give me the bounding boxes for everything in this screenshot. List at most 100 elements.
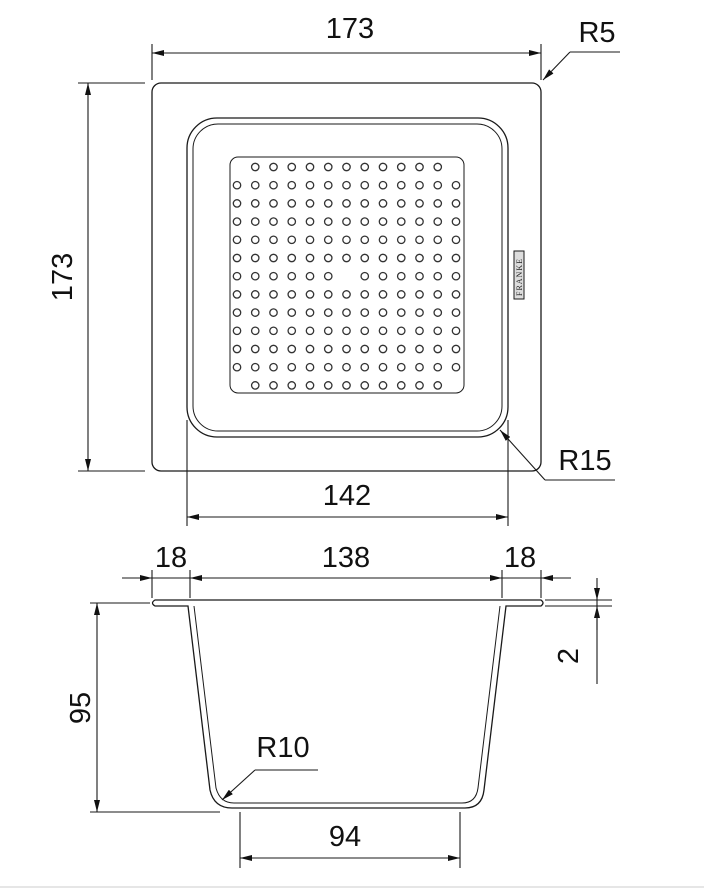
perforation-hole xyxy=(396,308,406,317)
perforation-hole xyxy=(360,253,370,263)
perforation-hole xyxy=(378,180,388,190)
perforation-hole xyxy=(250,308,260,317)
perforation-hole xyxy=(415,326,424,336)
perforation-hole xyxy=(415,253,424,263)
perforation-hole xyxy=(433,344,443,354)
perforation-hole xyxy=(323,308,333,317)
perforation-hole xyxy=(396,235,406,245)
perforation-hole xyxy=(433,271,443,281)
outer-frame xyxy=(151,82,542,472)
perforation-hole xyxy=(360,162,370,172)
perforation-hole xyxy=(433,180,443,190)
perforation-hole xyxy=(305,362,315,372)
perforation-hole xyxy=(451,235,461,245)
perforation-hole xyxy=(305,162,315,172)
opening-dimension: 138 xyxy=(322,542,370,574)
perforation-hole xyxy=(433,235,443,245)
width-dimension: 173 xyxy=(326,13,374,45)
perforation-hole xyxy=(323,326,333,336)
perforation-hole xyxy=(396,362,406,372)
perforation-hole xyxy=(415,180,424,190)
perforation-hole xyxy=(433,362,443,372)
bowl-outline-outer xyxy=(186,117,509,438)
bottom-radius-label: R10 xyxy=(256,732,309,764)
perforation-hole xyxy=(378,235,388,245)
perforation-hole xyxy=(342,308,351,317)
perforation-hole xyxy=(232,199,242,208)
perforation-hole xyxy=(342,344,351,354)
perforation-hole xyxy=(250,290,260,299)
section-view: 18 138 18 2 95 R10 94 xyxy=(65,542,612,868)
perforation-hole xyxy=(415,381,424,390)
perforation-hole xyxy=(269,362,278,372)
leader-arrow xyxy=(221,769,256,801)
perforation-hole xyxy=(451,180,461,190)
perforation-hole xyxy=(360,235,370,245)
bowl-width-dimension: 142 xyxy=(323,480,371,512)
perforation-hole xyxy=(433,253,443,263)
perforation-hole xyxy=(360,362,370,372)
perforated-area xyxy=(229,156,465,394)
perforation-hole xyxy=(232,344,242,354)
perforation-hole xyxy=(342,235,351,245)
perforation-hole xyxy=(342,362,351,372)
perforation-hole xyxy=(451,271,461,281)
logo-text: FRANKE xyxy=(515,258,524,296)
perforation-hole xyxy=(360,180,370,190)
perforation-hole xyxy=(323,253,333,263)
perforation-hole xyxy=(433,162,443,172)
perforation-hole xyxy=(378,308,388,317)
perforation-hole xyxy=(342,326,351,336)
perforation-hole xyxy=(305,290,315,299)
perforation-hole xyxy=(451,217,461,226)
perforation-hole xyxy=(433,290,443,299)
perforation-hole xyxy=(323,162,333,172)
perforation-hole xyxy=(360,308,370,317)
bowl-section-outer xyxy=(151,599,544,809)
perforation-hole xyxy=(305,217,315,226)
perforation-hole xyxy=(415,199,424,208)
perforation-hole xyxy=(323,217,333,226)
perforation-hole xyxy=(415,344,424,354)
perforation-hole xyxy=(378,271,388,281)
perforation-hole xyxy=(451,199,461,208)
perforation-hole xyxy=(250,162,260,172)
perforation-hole xyxy=(305,180,315,190)
perforation-hole xyxy=(396,180,406,190)
perforation-hole xyxy=(451,362,461,372)
flange-right-dimension: 18 xyxy=(504,542,536,574)
perforation-hole xyxy=(269,290,278,299)
perforation-hole xyxy=(269,271,278,281)
perforation-hole xyxy=(323,180,333,190)
perforation-hole xyxy=(287,326,297,336)
perforation-hole xyxy=(342,217,351,226)
perforation-hole xyxy=(342,199,351,208)
perforation-hole xyxy=(269,235,278,245)
perforation-hole xyxy=(433,308,443,317)
perforation-hole xyxy=(323,290,333,299)
perforation-hole xyxy=(323,362,333,372)
perforation-hole xyxy=(250,362,260,372)
perforation-hole xyxy=(287,235,297,245)
perforation-hole xyxy=(250,326,260,336)
perforation-hole xyxy=(269,326,278,336)
perforation-hole xyxy=(415,162,424,172)
perforation-hole xyxy=(396,253,406,263)
depth-dimension: 95 xyxy=(65,692,97,724)
perforation-hole xyxy=(269,180,278,190)
logo: FRANKE xyxy=(513,250,525,300)
perforation-hole xyxy=(433,326,443,336)
perforation-hole xyxy=(305,235,315,245)
perforation-hole xyxy=(269,199,278,208)
perforation-hole xyxy=(287,308,297,317)
perforation-hole xyxy=(305,344,315,354)
perforation-hole xyxy=(396,326,406,336)
perforation-hole xyxy=(250,253,260,263)
perforation-hole xyxy=(269,381,278,390)
perforation-hole xyxy=(287,381,297,390)
perforation-hole xyxy=(250,271,260,281)
perforation-hole xyxy=(323,271,333,281)
perforation-hole xyxy=(232,217,242,226)
perforation-hole xyxy=(415,235,424,245)
perforation-hole xyxy=(342,162,351,172)
